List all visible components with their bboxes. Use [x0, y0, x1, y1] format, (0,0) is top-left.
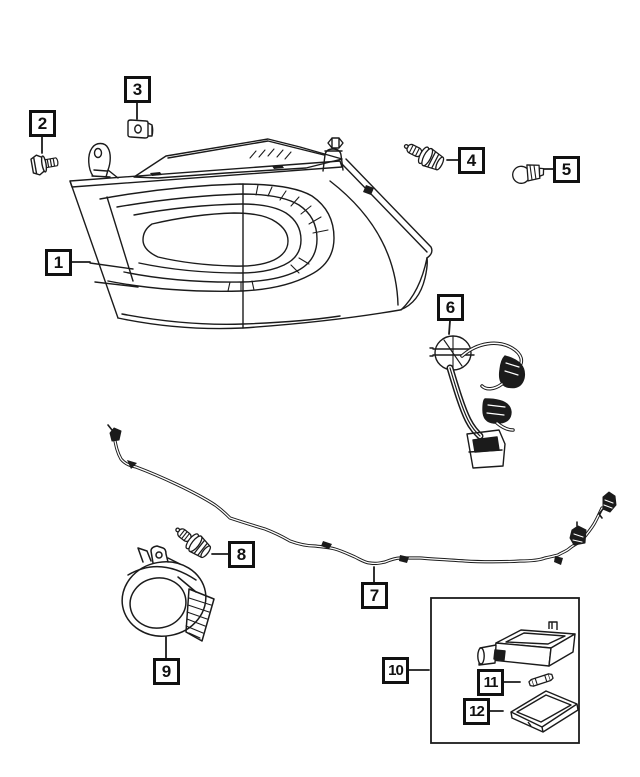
- wiring-harness-drawing: [429, 335, 526, 469]
- clip-drawing: [127, 119, 154, 139]
- leader-lines: [41, 102, 554, 712]
- callout-2[interactable]: 2: [29, 110, 56, 137]
- callout-9[interactable]: 9: [153, 658, 180, 685]
- ballast-module-drawing: [477, 621, 576, 667]
- callout-4[interactable]: 4: [458, 147, 485, 174]
- fog-lamp-drawing: [121, 545, 215, 642]
- callout-12[interactable]: 12: [463, 698, 490, 725]
- hose-wire-drawing: [107, 424, 617, 566]
- cover-tray-drawing: [510, 690, 579, 733]
- fog-bulb-drawing: [175, 527, 212, 559]
- callout-3[interactable]: 3: [124, 76, 151, 103]
- headlamp-assembly-drawing: [69, 137, 433, 330]
- headlamp-bulb-drawing: [403, 143, 445, 171]
- callout-7[interactable]: 7: [361, 582, 388, 609]
- callout-11[interactable]: 11: [477, 669, 504, 696]
- callout-8[interactable]: 8: [228, 541, 255, 568]
- bolt-drawing: [30, 154, 59, 176]
- callout-6[interactable]: 6: [437, 294, 464, 321]
- callout-10[interactable]: 10: [382, 657, 409, 684]
- callout-1[interactable]: 1: [45, 249, 72, 276]
- festoon-bulb-drawing: [528, 673, 554, 687]
- group-box: [430, 597, 580, 744]
- socket-bulb-drawing: [512, 164, 545, 184]
- callout-5[interactable]: 5: [553, 156, 580, 183]
